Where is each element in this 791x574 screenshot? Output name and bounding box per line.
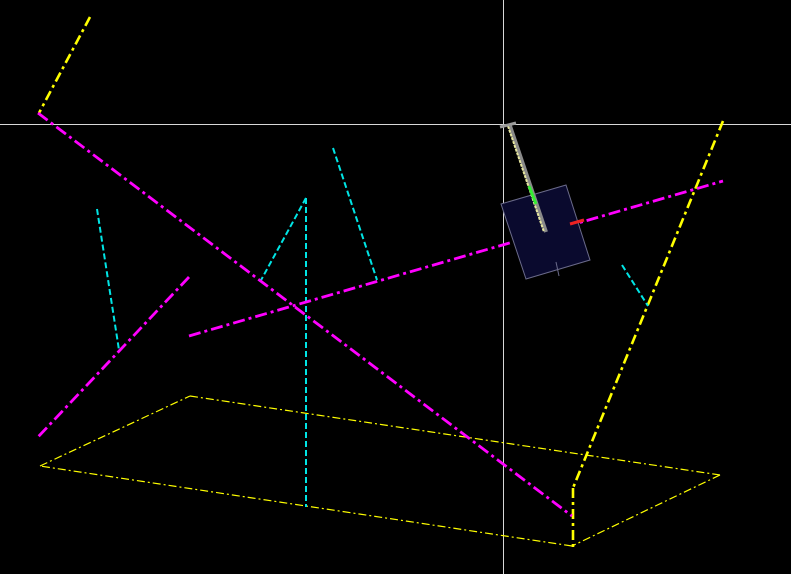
cyan-segment-left — [96, 208, 120, 351]
cyan-segment-peak-right — [332, 147, 378, 281]
cyan-segments — [96, 147, 649, 507]
floor-edge-right — [571, 474, 721, 547]
floor-edge-back — [189, 395, 721, 476]
gizmo-axis-shadow — [508, 125, 548, 233]
yellow-segments — [37, 16, 725, 548]
magenta-segment-long-diagonal — [37, 111, 573, 518]
cyan-segment-right-short — [621, 264, 649, 307]
magenta-segment-lower-left — [36, 276, 191, 438]
gizmo-axis[interactable] — [507, 125, 545, 233]
gizmo-stub — [555, 261, 560, 277]
magenta-segment-cross — [188, 179, 724, 338]
transform-gizmo-icon[interactable] — [499, 121, 591, 280]
yellow-segment-top-left — [37, 16, 92, 114]
floor-edge-back-left — [39, 395, 191, 467]
gizmo-red-handle[interactable] — [569, 218, 585, 226]
magenta-segments — [36, 111, 724, 518]
gizmo-axis-cap[interactable] — [499, 121, 517, 129]
floor-outline — [39, 395, 721, 547]
cyan-segment-peak-left — [259, 197, 307, 283]
gizmo-green-handle[interactable] — [527, 185, 538, 205]
